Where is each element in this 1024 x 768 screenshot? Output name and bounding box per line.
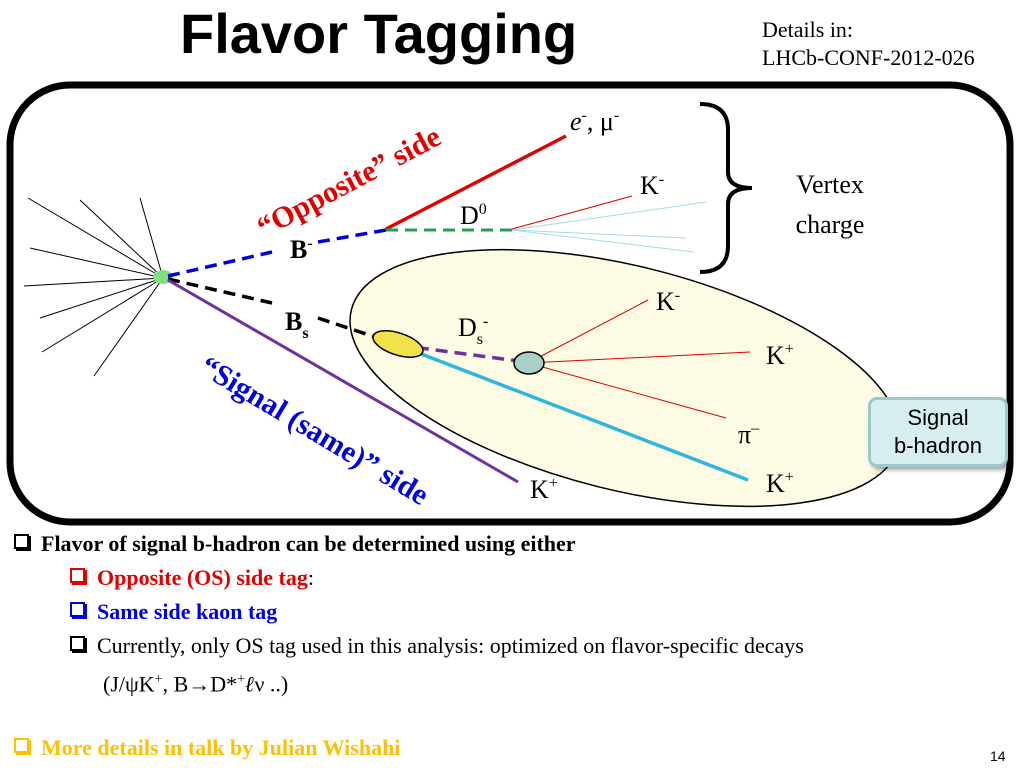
same-side-kaon-track <box>167 278 519 484</box>
b-minus-track <box>167 250 273 278</box>
d0-decay-tracks <box>511 201 707 253</box>
ds-decay-vertex <box>513 351 545 375</box>
bullet-os-tag: Opposite (OS) side tag: <box>70 564 314 592</box>
bullet-flavor: Flavor of signal b-hadron can be determi… <box>14 530 576 558</box>
decay-text-a: (J/ψK <box>103 671 155 697</box>
k-plus-bs-label: K+ <box>766 469 794 498</box>
bullet-more-details-text: More details in talk by Julian Wishahi <box>41 735 401 760</box>
bullet-ss-kaon: Same side kaon tag <box>70 598 277 626</box>
ds-label: Ds- <box>458 313 488 348</box>
k-plus-ds-label: K+ <box>766 341 794 370</box>
diagram-frame <box>6 81 1014 526</box>
page-title: Flavor Tagging <box>180 2 578 65</box>
page-number: 14 <box>990 748 1006 764</box>
lepton-label: e-, μ- <box>570 107 619 136</box>
bullet-box-icon <box>70 602 85 617</box>
decay-sup1: + <box>154 672 163 687</box>
decay-arrow: → <box>188 671 211 697</box>
bullet-current-text: Currently, only OS tag used in this anal… <box>97 633 804 658</box>
pi-minus-label: π– <box>738 420 760 449</box>
b-minus-label: B- <box>290 235 313 264</box>
signal-box-line1: Signal <box>907 405 969 430</box>
bullet-ss-kaon-text: Same side kaon tag <box>97 599 278 624</box>
vertex-charge-line1: Vertex <box>796 170 864 199</box>
signal-box-line2: b-hadron <box>893 433 983 458</box>
details-reference: Details in: LHCb-CONF-2012-026 <box>762 16 975 72</box>
bs-decay-vertex <box>372 330 424 358</box>
signal-b-hadron-box: Signal b-hadron <box>868 397 1008 467</box>
decay-text-d: ν ..) <box>254 671 289 697</box>
bullet-box-icon <box>14 534 29 549</box>
k-minus-top-label: K- <box>640 171 664 200</box>
bullet-flavor-text: Flavor of signal b-hadron can be determi… <box>41 531 576 556</box>
bullet-box-icon <box>14 738 29 753</box>
decay-text-b: , B <box>162 671 189 697</box>
bullet-os-colon: : <box>307 565 314 590</box>
bs-label: Bs <box>285 307 309 342</box>
bs-kaon-track <box>397 343 749 482</box>
decay-sup2: + <box>237 672 246 687</box>
details-line2: LHCb-CONF-2012-026 <box>762 45 975 70</box>
ds-decay-tracks <box>527 299 751 419</box>
bullet-os-tag-text: Opposite (OS) side tag <box>97 565 308 590</box>
vertex-charge-line2: charge <box>796 210 865 239</box>
bullet-box-icon <box>70 568 85 583</box>
bullet-box-icon <box>70 636 85 651</box>
primary-vertex-tracks <box>23 197 164 377</box>
bullet-more-details: More details in talk by Julian Wishahi <box>14 734 400 762</box>
opposite-side-label: “Opposite” side <box>252 120 446 244</box>
lepton-track <box>385 134 567 231</box>
details-line1: Details in: <box>762 17 854 42</box>
decay-ell: ℓ <box>245 671 255 697</box>
bullet-current: Currently, only OS tag used in this anal… <box>70 632 804 660</box>
k-plus-ss-label: K+ <box>530 475 558 504</box>
decay-text-c: D* <box>210 671 238 697</box>
vertex-charge-brace <box>699 102 753 274</box>
k-minus-ds-label: K- <box>656 287 680 316</box>
b-minus-track-2 <box>317 228 387 244</box>
bs-track <box>167 277 273 305</box>
d0-kaon-track <box>511 195 633 230</box>
bullet-decays: (J/ψK+, B→D*+ℓν ..) <box>103 666 288 698</box>
d0-label: D0 <box>460 201 487 230</box>
